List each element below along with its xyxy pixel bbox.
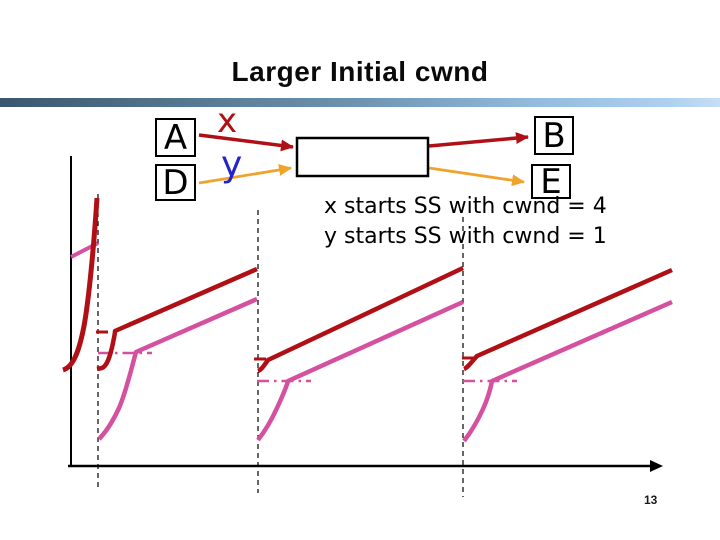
flow-x-label: x	[217, 101, 238, 141]
tcp-sawtooth-chart	[61, 156, 673, 497]
page-number: 13	[644, 493, 658, 507]
flow-x-cwnd-cycle3	[257, 265, 464, 374]
flow-y-cwnd-cycle4	[462, 299, 673, 443]
node-box-a: A	[155, 118, 196, 157]
flow-x-link-router-to-b	[428, 132, 529, 148]
network-diagram	[198, 132, 529, 187]
slow-start-annotation: x starts SS with cwnd = 4 y starts SS wi…	[324, 192, 607, 252]
flow-y-cwnd-cycle3	[256, 299, 464, 442]
flow-x-cwnd-cycle2	[96, 266, 258, 372]
flow-y-link-d-to-router	[198, 164, 292, 185]
node-label-a: A	[163, 117, 188, 158]
annotation-line-x: x starts SS with cwnd = 4	[324, 194, 607, 219]
node-box-e: E	[531, 164, 571, 199]
annotation-line-y: y starts SS with cwnd = 1	[324, 224, 607, 249]
title-underline-bar	[0, 98, 720, 107]
router-queue-box	[295, 136, 430, 178]
node-label-e: E	[540, 161, 562, 202]
node-label-d: D	[162, 162, 189, 203]
flow-x-cwnd-cycle4	[463, 267, 673, 372]
node-label-b: B	[542, 115, 566, 156]
x-axis-arrowhead	[650, 460, 663, 472]
node-box-b: B	[534, 116, 574, 155]
slide-title: Larger Initial cwnd	[231, 56, 489, 87]
node-box-d: D	[155, 164, 196, 201]
flow-y-cwnd-cycle2	[97, 296, 258, 441]
flow-y-label: y	[221, 144, 243, 185]
flow-x-link-a-to-router	[198, 133, 294, 152]
flow-y-link-router-to-e	[428, 166, 525, 187]
flow-x-cwnd-cycle1	[61, 197, 100, 373]
